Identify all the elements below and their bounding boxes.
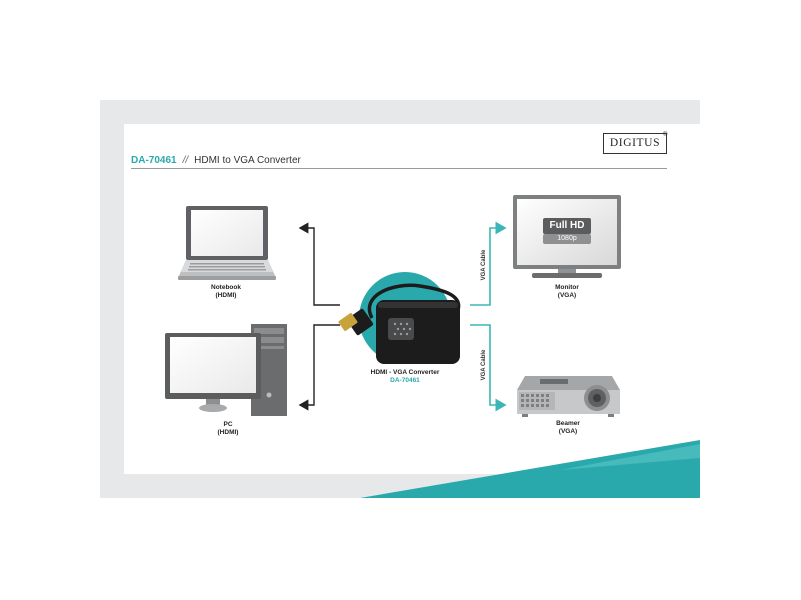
vga-arrows — [470, 221, 507, 412]
header-divider — [131, 168, 667, 169]
beamer-icon — [517, 376, 620, 417]
header-separator: // — [182, 155, 189, 166]
notebook-port: (HDMI) — [215, 292, 237, 299]
pc-name: PC — [223, 421, 233, 428]
page-header: DA-70461 // HDMI to VGA Converter — [131, 155, 301, 166]
product-title: HDMI to VGA Converter — [194, 155, 301, 166]
pc-label: PC (HDMI) — [198, 421, 258, 437]
beamer-label: Beamer (VGA) — [538, 420, 598, 436]
notebook-label: Notebook (HDMI) — [196, 284, 256, 300]
full-hd-badge: Full HD — [549, 220, 585, 231]
product-code: DA-70461 — [131, 155, 177, 166]
pc-port: (HDMI) — [217, 429, 239, 436]
monitor-name: Monitor — [555, 284, 579, 291]
teal-band — [360, 440, 700, 498]
notebook-icon — [178, 206, 276, 280]
monitor-icon — [513, 195, 621, 278]
hdmi-arrows — [298, 222, 340, 411]
resolution-badge: 1080p — [557, 235, 577, 242]
vga-cable-label-top: VGA Cable — [481, 249, 487, 281]
vga-cable-label-bottom: VGA Cable — [481, 349, 487, 381]
converter-icon — [338, 272, 461, 364]
beamer-name: Beamer — [556, 420, 580, 427]
digitus-logo: DIGITUS — [603, 133, 667, 154]
notebook-name: Notebook — [211, 284, 241, 291]
registered-mark: ® — [663, 132, 668, 138]
monitor-port: (VGA) — [557, 292, 577, 299]
monitor-label: Monitor (VGA) — [537, 284, 597, 300]
converter-label: HDMI - VGA Converter DA-70461 — [360, 369, 450, 385]
converter-code: DA-70461 — [390, 377, 420, 384]
pc-icon — [165, 324, 287, 416]
beamer-port: (VGA) — [558, 428, 578, 435]
converter-name: HDMI - VGA Converter — [370, 369, 440, 376]
